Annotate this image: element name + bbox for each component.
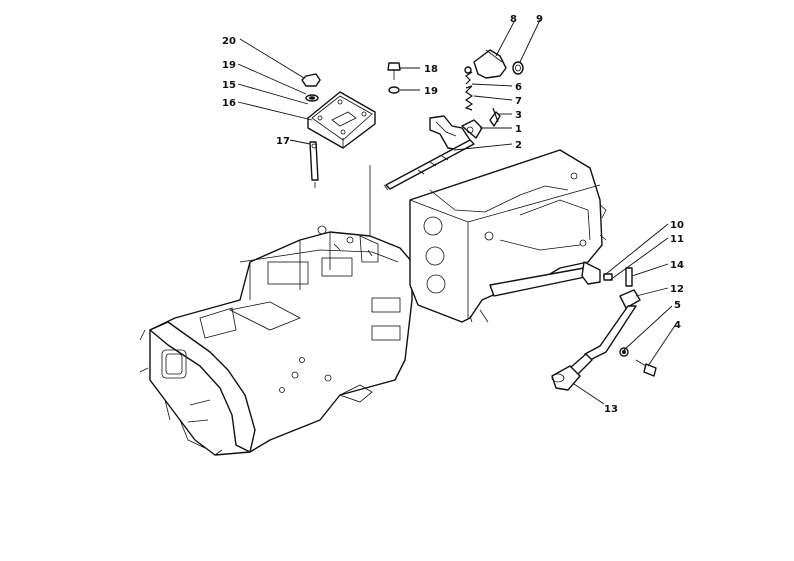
transmission-housing — [139, 165, 413, 456]
callout-3: 3 — [515, 110, 522, 121]
callout-17: 17 — [276, 136, 290, 147]
shift-fork-assembly — [383, 49, 524, 191]
bolt-and-washer — [387, 62, 401, 94]
callout-13: 13 — [604, 404, 618, 415]
rear-housing — [409, 149, 607, 323]
callout-6: 6 — [515, 82, 522, 93]
callout-19-left: 19 — [222, 60, 236, 71]
gear-lever-linkage — [489, 261, 657, 391]
callout-2: 2 — [515, 140, 522, 151]
callout-20: 20 — [222, 36, 236, 47]
callout-15: 15 — [222, 80, 236, 91]
callout-5: 5 — [674, 300, 681, 311]
callout-19-right: 19 — [424, 86, 438, 97]
callout-10: 10 — [670, 220, 684, 231]
callout-12: 12 — [670, 284, 684, 295]
callout-7: 7 — [515, 96, 522, 107]
callout-1: 1 — [515, 124, 522, 135]
leader-lines — [237, 19, 677, 405]
callout-16: 16 — [222, 98, 236, 109]
callout-14: 14 — [670, 260, 684, 271]
callout-8: 8 — [510, 14, 517, 25]
shift-cover-assembly — [301, 73, 376, 188]
callout-11: 11 — [670, 234, 684, 245]
callout-labels: 20 19 15 16 17 18 19 8 9 6 7 3 1 2 10 11… — [222, 14, 684, 415]
callout-4: 4 — [674, 320, 681, 331]
callout-18: 18 — [424, 64, 438, 75]
callout-9: 9 — [536, 14, 543, 25]
